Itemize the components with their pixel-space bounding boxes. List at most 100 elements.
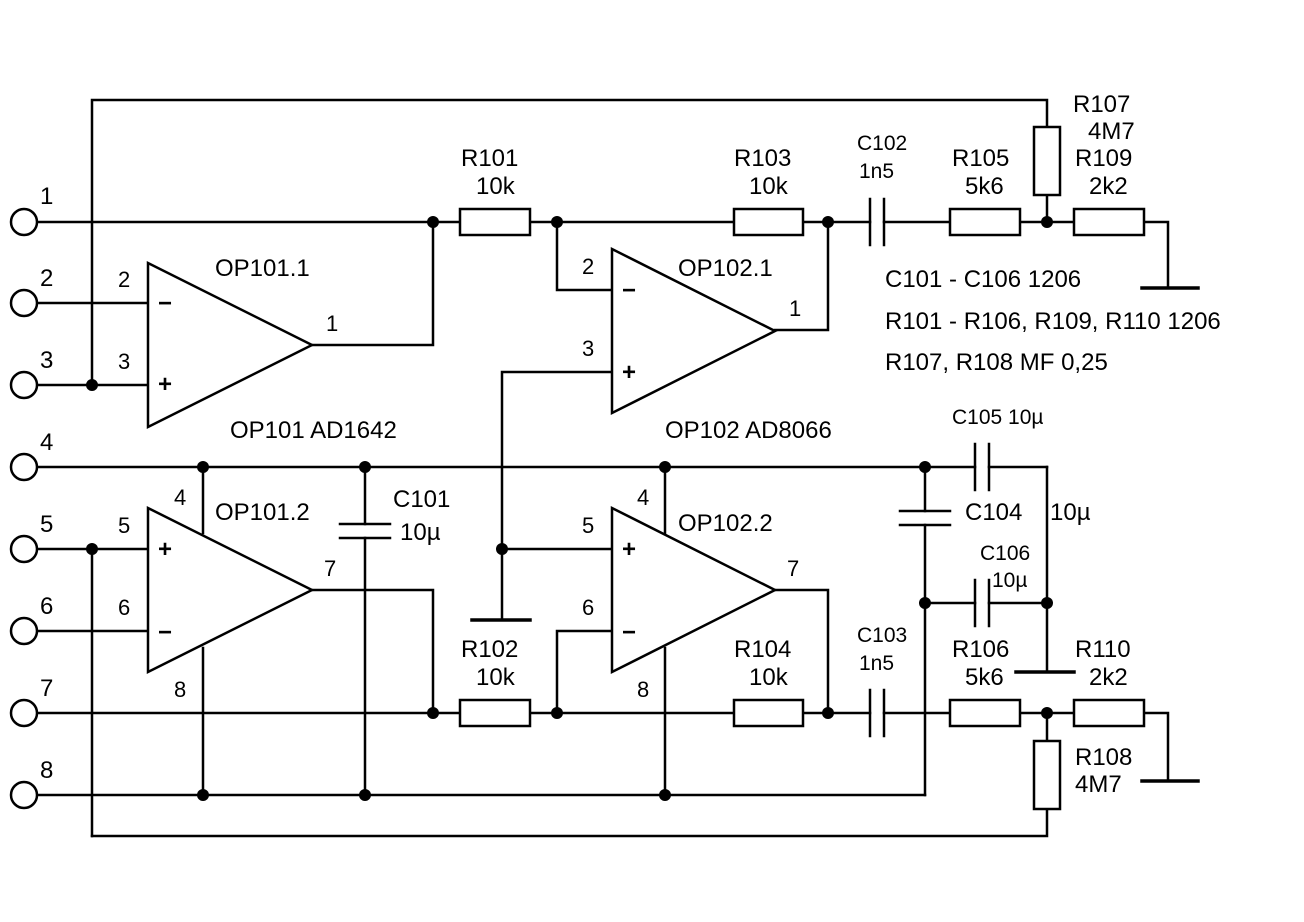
value-label: 4M7 [1075, 771, 1122, 798]
pin-label: 1 [789, 296, 801, 321]
ref-label: R104 [734, 636, 791, 663]
opamp-op101-1: − + OP101.1 2 3 1 [118, 255, 338, 430]
ref-label: C104 [965, 499, 1022, 526]
value-label: 10µ [992, 569, 1027, 592]
ref-label: R108 [1075, 744, 1132, 771]
capacitor-c102: C102 1n5 [857, 132, 907, 247]
capacitor-c104: C104 10µ [898, 499, 1091, 527]
opamp-name: OP101.2 [215, 499, 310, 526]
pin-label: 4 [637, 485, 649, 510]
ref-label: R110 [1075, 636, 1131, 663]
terminal-label-4: 4 [40, 429, 53, 456]
pin-label: 6 [118, 595, 130, 620]
pin-label: 2 [118, 267, 130, 292]
terminal-label-3: 3 [40, 347, 53, 374]
value-label: 4M7 [1088, 118, 1135, 145]
resistor-r104: R104 10k [732, 636, 805, 728]
plus-sign: + [622, 359, 636, 386]
ref-label: R106 [952, 636, 1009, 663]
resistor-r103: R103 10k [732, 145, 805, 237]
resistor-r110: R110 2k2 [1072, 636, 1146, 728]
notes: C101 - C106 1206 R101 - R106, R109, R110… [885, 266, 1221, 376]
minus-sign: − [158, 619, 172, 646]
pin-label: 1 [326, 311, 338, 336]
pin-label: 7 [324, 556, 336, 581]
terminal-label-1: 1 [40, 183, 53, 210]
pin-label: 3 [582, 336, 594, 361]
terminal-label-8: 8 [40, 757, 53, 784]
resistor-r108: R108 4M7 [1032, 739, 1132, 811]
pin-label: 3 [118, 349, 130, 374]
capacitor-c103: C103 1n5 [857, 624, 907, 738]
terminal-5 [9, 534, 39, 564]
op102-part-label: OP102 AD8066 [665, 417, 832, 444]
ref-label: R105 [952, 145, 1009, 172]
ref-label: R103 [734, 145, 791, 172]
value-label: 10µ [1050, 499, 1091, 526]
note-line: R107, R108 MF 0,25 [885, 349, 1108, 376]
plus-sign: + [158, 371, 172, 398]
capacitor-c101: C101 10µ [338, 486, 450, 546]
value-label: 5k6 [965, 173, 1004, 200]
resistor-r102: R102 10k [458, 636, 532, 728]
plus-sign: + [158, 536, 172, 563]
terminal-label-7: 7 [40, 675, 53, 702]
ref-label: R101 [461, 145, 518, 172]
note-line: C101 - C106 1206 [885, 266, 1081, 293]
terminal-8 [9, 780, 39, 810]
value-label: 2k2 [1089, 173, 1128, 200]
terminal-label-5: 5 [40, 511, 53, 538]
pin-label: 8 [174, 677, 186, 702]
value-label: 5k6 [965, 664, 1004, 691]
ref-label: R102 [461, 636, 518, 663]
ref-label: C101 [393, 486, 450, 513]
pin-label: 7 [787, 556, 799, 581]
terminal-7 [9, 698, 39, 728]
value-label: 10k [476, 664, 516, 691]
terminal-6 [9, 616, 39, 646]
resistor-r107: R107 4M7 [1032, 91, 1135, 197]
resistor-r105: R105 5k6 [948, 145, 1022, 237]
resistor-r109: R109 2k2 [1072, 145, 1146, 237]
value-label: 1n5 [859, 160, 894, 183]
resistor-r106: R106 5k6 [948, 636, 1022, 728]
minus-sign: − [158, 290, 172, 317]
terminals: 1 2 3 4 5 6 7 8 [9, 183, 53, 810]
ref-label: R107 [1073, 91, 1130, 118]
capacitor-c106: C106 10µ [973, 542, 1030, 628]
resistor-r101: R101 10k [458, 145, 532, 237]
value-label: 10µ [400, 519, 441, 546]
terminal-label-2: 2 [40, 265, 53, 292]
value-label: 10k [749, 173, 789, 200]
pin-label: 6 [582, 595, 594, 620]
pin-label: 8 [637, 677, 649, 702]
opamp-name: OP101.1 [215, 255, 310, 282]
pin-label: 5 [118, 513, 130, 538]
terminal-4 [9, 452, 39, 482]
terminal-label-6: 6 [40, 593, 53, 620]
ref-label: C103 [857, 624, 907, 647]
ref-label: R109 [1075, 145, 1132, 172]
opamp-op101-2: + − OP101.2 5 6 7 4 8 [118, 485, 336, 702]
opamp-name: OP102.1 [678, 255, 773, 282]
opamp-op102-2: + − OP102.2 5 6 7 4 8 [582, 485, 799, 702]
wires [36, 98, 1200, 838]
op101-part-label: OP101 AD1642 [230, 417, 397, 444]
note-line: R101 - R106, R109, R110 1206 [885, 308, 1221, 335]
opamp-name: OP102.2 [678, 510, 773, 537]
terminal-1 [9, 207, 39, 237]
value-label: 10k [476, 173, 516, 200]
junction-dots [86, 216, 1053, 801]
ref-label: C102 [857, 132, 907, 155]
capacitor-c105: C105 10µ [952, 406, 1044, 492]
pin-label: 4 [174, 485, 186, 510]
minus-sign: − [622, 277, 636, 304]
plus-sign: + [622, 536, 636, 563]
ref-label: C106 [980, 542, 1030, 565]
opamp-op102-1: − + OP102.1 2 3 1 [582, 246, 801, 416]
pin-label: 2 [582, 254, 594, 279]
pin-label: 5 [582, 513, 594, 538]
value-label: 1n5 [859, 652, 894, 675]
terminal-3 [9, 370, 39, 400]
